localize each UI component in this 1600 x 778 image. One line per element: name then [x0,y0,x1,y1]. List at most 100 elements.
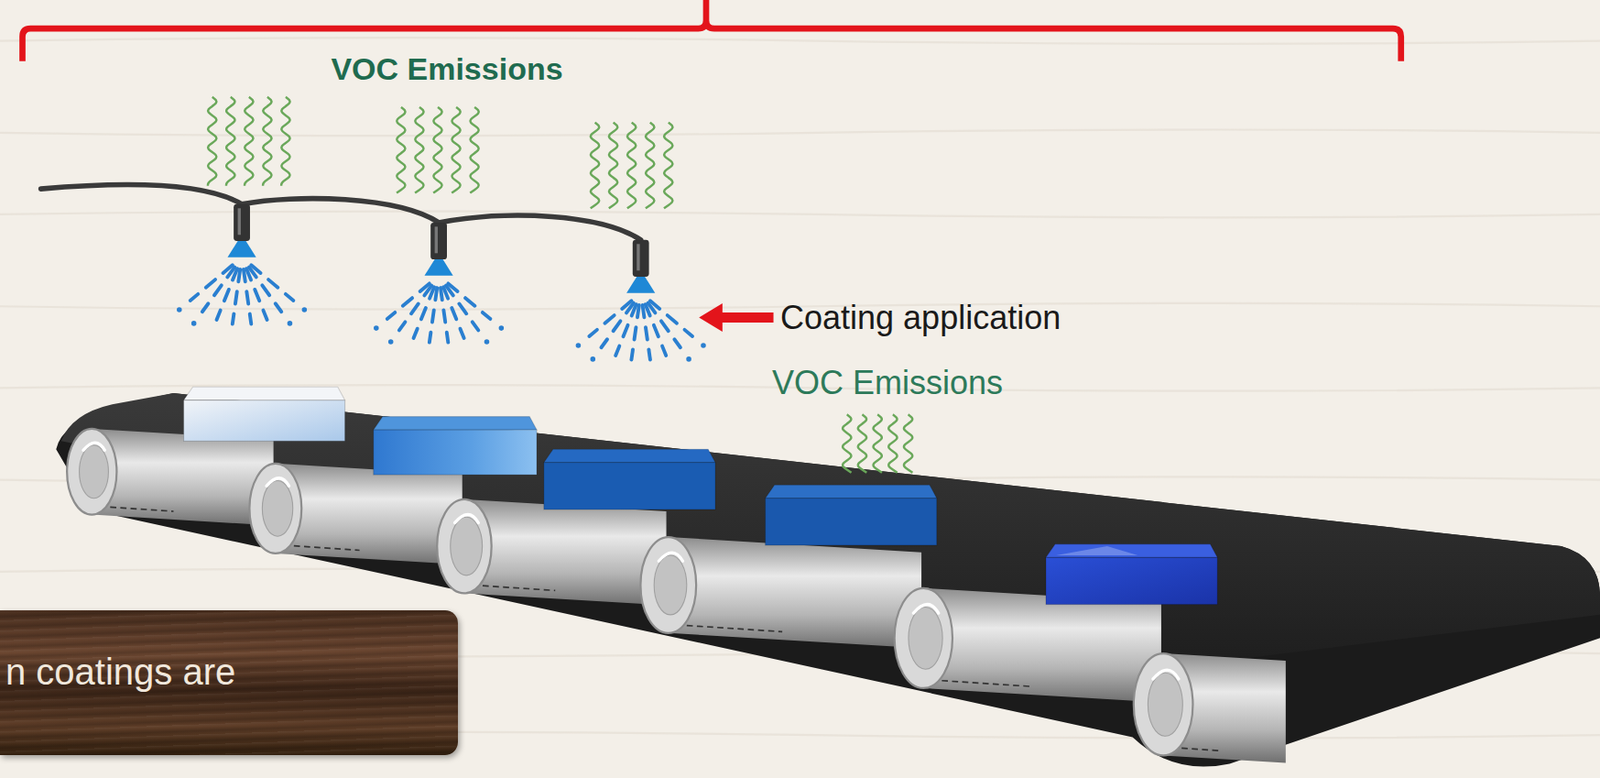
roller-hub [79,445,109,499]
box-front [373,429,537,475]
nozzle-body [233,204,251,241]
spray-dot [388,338,394,345]
spray-dash [662,346,666,356]
spray-dot [499,325,505,331]
spray-dash [432,309,435,322]
panel-text: n coatings are [5,650,458,693]
spray-fan [576,300,707,361]
spray-dash [615,346,620,356]
roller-cap [1133,653,1194,755]
spray-dot [287,320,294,327]
emission-label: VOC Emissions [330,51,563,88]
spray-dash [235,291,238,304]
roller-shadow-line [472,584,556,590]
vapor-line [873,413,882,473]
box-top [184,386,346,400]
vapor-line [469,107,479,194]
roller [436,499,666,606]
spray-dash [661,320,669,331]
roller-cap [640,536,697,633]
texture-streak [0,130,1600,137]
box-top [373,416,537,430]
nozzle-tip [227,240,256,258]
roller-hub [1147,672,1183,736]
vapor-line [262,97,272,186]
text-panel: n coatings are [0,609,458,755]
spray-dash [600,338,608,348]
spray-dash [604,315,614,324]
spray-dash [206,279,216,288]
vapor-line [888,413,897,473]
spray-dash [446,332,449,343]
vapor-group [590,122,674,209]
vapor-line [244,97,253,186]
spray-dash [613,320,621,331]
roller-highlight [913,604,938,614]
spray-dash [472,321,479,330]
spray-dash [254,289,260,301]
spray-dash [435,287,437,300]
vapor-line [663,122,673,209]
vapor-line [842,413,851,473]
spray-dash [246,291,249,304]
spray-dash [250,264,261,273]
spray-dash [588,329,598,337]
roller-cap [894,587,953,688]
spray-dash [667,315,677,324]
spray-dot [685,356,692,362]
roller-highlight [658,552,683,561]
roller-highlight [1153,669,1179,679]
roller-highlight [83,442,105,450]
spray-dash [458,303,467,314]
vapor-line [645,122,654,209]
callout-label: Coating application [780,298,1061,337]
red-bracket [22,0,1402,62]
roller [1133,653,1286,762]
vapor-line [451,107,460,194]
spray-dash [650,300,660,309]
spray-dash [224,289,229,301]
roller [894,587,1162,703]
spray-dash [275,303,283,312]
vapor-line [903,413,913,473]
vapor-line [396,107,405,194]
roller-body [923,587,1162,703]
roller-hub [450,516,483,576]
spray-dash [451,307,457,319]
roller-body [668,536,922,648]
box-front [765,498,937,545]
roller-body [464,499,667,606]
spray-dash [387,312,396,319]
coated-box [373,416,537,476]
nozzle-tip [424,259,453,276]
spray-dash [402,297,413,306]
spray-dot [576,342,582,349]
spray-fan [373,282,504,344]
spray-dash [421,307,426,319]
roller-hub [653,555,687,615]
spray-dot [302,306,308,313]
spray-dash [645,326,648,339]
spray-dash [429,332,432,343]
box-front [544,462,716,510]
spray-dash [429,286,435,298]
roller-highlight [266,478,290,487]
spray-nozzle [424,222,453,276]
spray-dash [631,349,633,360]
roller-body [275,463,463,565]
spray-dot [191,320,197,327]
spray-dash [637,304,640,317]
spray-dot [590,356,597,362]
vapor-line [281,97,290,186]
coating-spray [176,264,707,361]
vapor-group [842,413,913,473]
spray-dash [261,284,270,295]
spray-dot [373,325,380,331]
roller-body [91,428,273,525]
hose-line [41,185,642,240]
roller-cap [436,499,491,594]
roller-hub [908,607,943,670]
texture-streak [0,37,1600,44]
spray-dash [250,314,252,325]
